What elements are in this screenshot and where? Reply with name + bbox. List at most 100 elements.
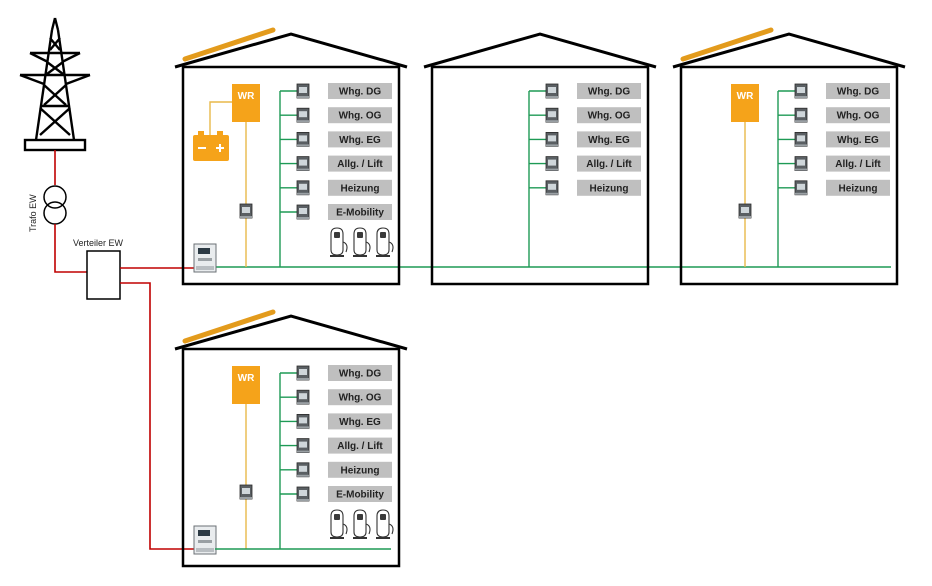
- sub-meter-icon: [296, 486, 310, 502]
- consumer-label-box: [826, 179, 890, 196]
- solar-panel: [680, 27, 774, 62]
- sub-meter-icon: [239, 484, 253, 500]
- sub-meter-icon: [296, 180, 310, 196]
- consumer-label: Whg. EG: [339, 135, 381, 146]
- charger-foot: [353, 537, 367, 539]
- consumer-label-box: [328, 461, 392, 478]
- meter-terminal: [297, 217, 309, 219]
- meter-display: [299, 417, 307, 424]
- meter-terminal: [739, 216, 751, 218]
- consumer-label-box: [328, 83, 392, 99]
- sub-meter-icon: [296, 204, 310, 220]
- house-walls: [181, 65, 401, 286]
- meter-display: [299, 441, 307, 448]
- charger-foot: [376, 537, 390, 539]
- sub-meter-icon: [296, 365, 310, 381]
- meter-terminal: [297, 120, 309, 123]
- battery-line: [209, 101, 232, 135]
- ev-charger-icon: [330, 227, 348, 257]
- meter-display: [299, 490, 307, 496]
- meter-display: [548, 183, 556, 190]
- meter-display: [797, 87, 805, 93]
- house-walls: [181, 347, 401, 568]
- meter-terminal: [795, 192, 807, 195]
- consumer-label: Whg. DG: [339, 369, 381, 380]
- trafo-label: Trafo EW: [28, 194, 38, 232]
- main-meter-terminal: [196, 548, 214, 552]
- charger-foot: [330, 537, 344, 539]
- battery-terminal: [198, 131, 204, 135]
- house-roof: [174, 314, 408, 351]
- house-walls: [679, 65, 899, 286]
- consumer-label: E-Mobility: [336, 208, 384, 219]
- meter-terminal: [297, 96, 309, 98]
- ev-charger-icon: [353, 509, 371, 539]
- consumer-label-box: [577, 107, 641, 124]
- meter-display: [299, 183, 307, 190]
- meter-display: [548, 111, 556, 118]
- consumer-label: Whg. OG: [837, 111, 880, 122]
- meter-display: [299, 87, 307, 93]
- sub-meter-icon: [296, 413, 310, 429]
- solar-panel: [182, 27, 276, 62]
- charger-foot: [376, 255, 390, 257]
- meter-display: [548, 135, 556, 142]
- sub-meter-icon: [545, 83, 559, 99]
- ev-charger-icon: [376, 227, 394, 257]
- consumer-label: E-Mobility: [336, 490, 384, 501]
- main-meter-display: [198, 248, 210, 254]
- main-meter-icon: [193, 525, 217, 555]
- consumer-label: Allg. / Lift: [337, 159, 383, 170]
- consumer-label-box: [826, 131, 890, 148]
- sub-meter-icon: [296, 438, 310, 454]
- charger-screen: [334, 232, 340, 238]
- main-meter-label: [198, 258, 212, 261]
- sub-meter-icon: [545, 156, 559, 172]
- ev-charger-icon: [376, 509, 394, 539]
- sub-meter-icon: [296, 83, 310, 99]
- charger-screen: [380, 514, 386, 520]
- main-meter-label: [198, 540, 212, 543]
- consumer-label: Whg. DG: [837, 87, 879, 98]
- sub-meter-icon: [794, 180, 808, 196]
- inverter-label: WR: [238, 91, 255, 102]
- consumer-label-box: [328, 204, 392, 220]
- consumer-label: Whg. OG: [339, 111, 382, 122]
- consumer-label: Whg. DG: [588, 87, 630, 98]
- consumer-label-box: [328, 486, 392, 502]
- grid-line: [54, 224, 87, 273]
- meter-display: [299, 111, 307, 118]
- meter-terminal: [546, 168, 558, 171]
- meter-display: [299, 208, 307, 214]
- meter-display: [797, 111, 805, 118]
- power-pylon-icon: [19, 17, 91, 152]
- consumer-label-box: [826, 107, 890, 124]
- sub-meter-icon: [794, 83, 808, 99]
- consumer-label: Whg. DG: [339, 87, 381, 98]
- meter-display: [299, 159, 307, 166]
- ev-charger-icon: [330, 509, 348, 539]
- meter-terminal: [297, 378, 309, 380]
- charger-cable: [388, 241, 394, 253]
- meter-terminal: [546, 96, 558, 98]
- meter-display: [299, 393, 307, 400]
- feeder-line-bottom: [120, 282, 195, 550]
- charger-screen: [357, 514, 363, 520]
- sub-meter-icon: [296, 131, 310, 147]
- charger-screen: [334, 514, 340, 520]
- charger-cable: [365, 241, 371, 253]
- meter-display: [548, 159, 556, 166]
- consumer-label-box: [826, 155, 890, 172]
- consumer-label-box: [328, 389, 392, 406]
- main-meter-icon: [193, 243, 217, 273]
- meter-display: [299, 135, 307, 142]
- battery-body: [193, 135, 229, 161]
- meter-terminal: [795, 168, 807, 171]
- consumer-label: Heizung: [590, 183, 629, 194]
- inverter-label: WR: [238, 373, 255, 384]
- consumer-label: Heizung: [341, 465, 380, 476]
- meter-terminal: [546, 144, 558, 147]
